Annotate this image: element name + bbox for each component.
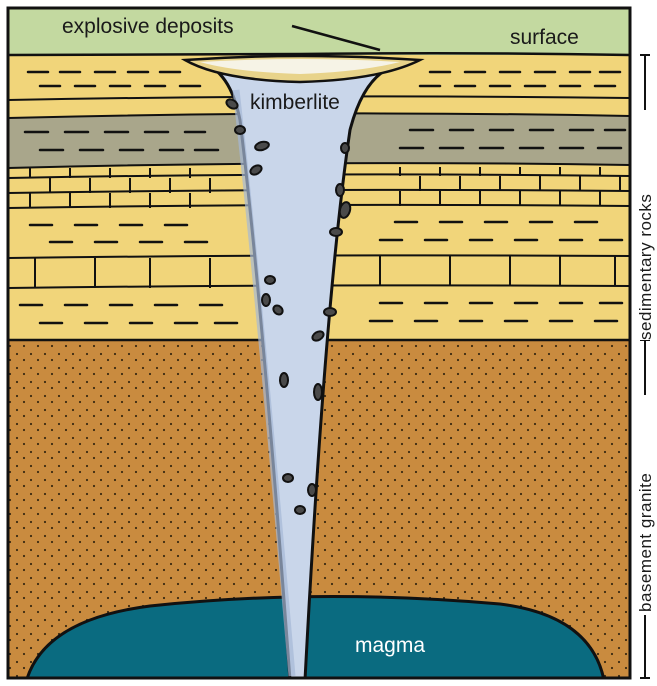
magma-label: magma bbox=[355, 634, 425, 657]
sedimentary-rocks-label: sedimentary rocks bbox=[636, 194, 655, 340]
surface-label: surface bbox=[510, 26, 579, 49]
kimberlite-label: kimberlite bbox=[250, 91, 340, 114]
explosive-deposits-label: explosive deposits bbox=[62, 15, 234, 38]
basement-granite-label: basement granite bbox=[636, 473, 655, 612]
